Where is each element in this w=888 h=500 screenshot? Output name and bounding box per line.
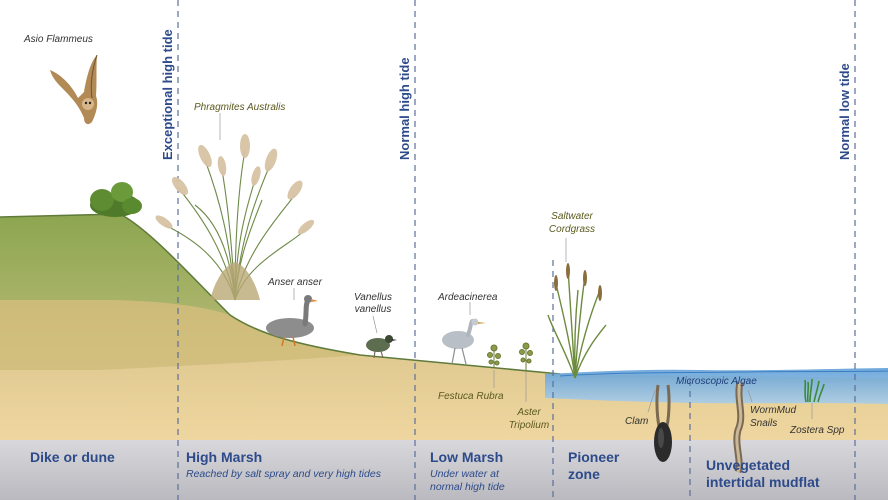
zone-high-marsh-title: High Marsh <box>186 449 262 465</box>
zone-mudflat-title-2: intertidal mudflat <box>706 474 820 490</box>
clam-icon <box>654 384 672 462</box>
zone-high-marsh-subtitle: Reached by salt spray and very high tide… <box>186 468 382 480</box>
asio-label: Asio Flammeus <box>23 34 93 45</box>
zostera-label: Zostera Spp <box>789 425 845 436</box>
vanellus-label-1: Vanellus <box>354 292 392 303</box>
worm-label-2: Snails <box>750 418 777 429</box>
lapwing-icon <box>366 335 397 359</box>
festuca-icon <box>487 344 501 368</box>
cordgrass-label-1: Saltwater <box>551 211 593 222</box>
worm-icon <box>733 381 745 474</box>
zone-pioneer-title-2: zone <box>568 466 600 482</box>
heron-icon <box>442 318 486 365</box>
zone-low-marsh-subtitle-1: Under water at <box>430 468 500 480</box>
ardea-label: Ardeacinerea <box>437 292 498 303</box>
cordgrass-label-2: Cordgrass <box>549 224 595 235</box>
phragmites-label: Phragmites Australis <box>194 102 285 113</box>
clam-label: Clam <box>625 416 648 427</box>
normal-low-tide-label: Normal low tide <box>837 63 852 160</box>
zone-dike-title: Dike or dune <box>30 449 115 465</box>
aster-label-1: Aster <box>516 407 541 418</box>
aster-icon <box>519 342 533 370</box>
anser-label: Anser anser <box>267 277 323 288</box>
tide-lines <box>177 0 856 500</box>
zone-mudflat-title-1: Unvegetated <box>706 457 790 473</box>
exceptional-high-tide-label: Exceptional high tide <box>160 29 175 160</box>
vanellus-label-2: vanellus <box>355 304 392 315</box>
algae-label: Microscopic Algae <box>676 376 757 387</box>
shrub-icon <box>90 182 142 217</box>
goose-icon <box>266 295 318 347</box>
phragmites-plumes <box>155 134 315 235</box>
owl-icon <box>50 54 98 125</box>
aster-label-2: Tripolium <box>509 420 549 431</box>
water <box>545 368 888 404</box>
festuca-label: Festuca Rubra <box>438 391 504 402</box>
worm-label-1: WormMud <box>750 405 797 416</box>
label-pointers <box>219 113 813 419</box>
zostera-icon <box>804 378 825 403</box>
zone-low-marsh-subtitle-2: normal high tide <box>430 481 505 493</box>
zone-pioneer-title-1: Pioneer <box>568 449 620 465</box>
zone-low-marsh-title: Low Marsh <box>430 449 503 465</box>
normal-high-tide-label: Normal high tide <box>397 57 412 160</box>
cordgrass-heads <box>554 263 602 301</box>
phragmites-base <box>210 262 260 300</box>
